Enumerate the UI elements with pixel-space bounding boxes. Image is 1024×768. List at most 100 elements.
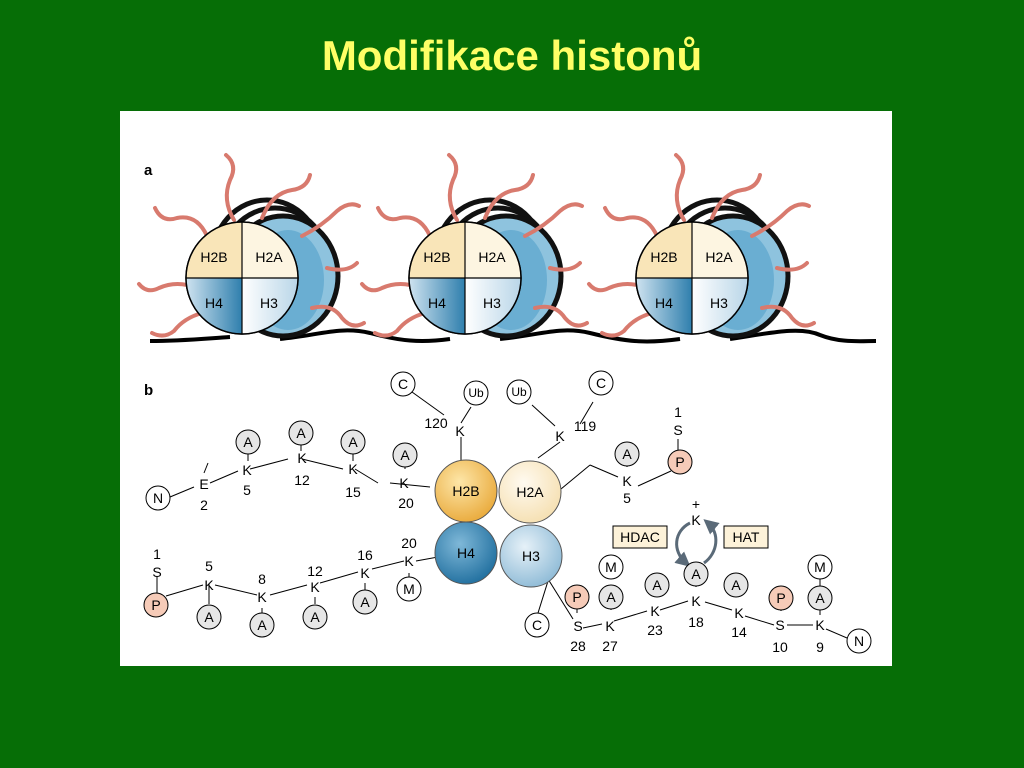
acetyl-h3-k27: [598, 584, 624, 610]
hat-label: HAT: [733, 529, 760, 545]
acetyl-h4-k5: [196, 604, 222, 630]
label-h3: H3: [260, 295, 278, 311]
n-label: N: [854, 633, 864, 649]
number-label: 2: [200, 497, 208, 513]
number-label: 14: [731, 624, 747, 640]
number-label: 28: [570, 638, 586, 654]
s-label: S: [775, 617, 784, 633]
panel-b-label: b: [144, 382, 153, 399]
number-label: 1: [674, 404, 682, 420]
phospho-h4-s1: [143, 592, 169, 618]
s-label: S: [673, 422, 682, 438]
a-label: A: [622, 446, 632, 462]
number-label: 9: [816, 639, 824, 655]
hdac-label: HDAC: [620, 529, 660, 545]
k-label: K: [605, 618, 615, 634]
a-label: A: [243, 434, 253, 450]
label-h4: H4: [655, 295, 673, 311]
e-label: E: [199, 476, 208, 492]
k-label: K: [242, 462, 252, 478]
a-label: A: [691, 566, 701, 582]
histone-diagram: a H2B H2A H4 H3 H2B H2A H4 H3 H2B H2A: [120, 111, 877, 655]
panel-b-bonds: [156, 391, 848, 639]
acetyl-h4-k8: [249, 612, 275, 638]
c-label: C: [532, 617, 542, 633]
core-h3: [499, 524, 563, 588]
acetyl-h2b-k15: [340, 429, 366, 455]
hat-arrow: [703, 519, 720, 565]
acetyl-h2a-k5: [614, 441, 640, 467]
number-label: 1: [153, 546, 161, 562]
acetyl-h4-k12: [302, 604, 328, 630]
nucleosome-2: H2B H2A H4 H3: [362, 155, 587, 336]
c-label: C: [398, 376, 408, 392]
core-h2a-label: H2A: [516, 484, 544, 500]
acetyl-h2b-k12: [288, 420, 314, 446]
residue-labels: E 2 K 5 K 12 K 15 K 20 K 120 K 119 K 5 S…: [152, 404, 825, 655]
c-terminus-h2b: [390, 371, 416, 397]
s-label: S: [152, 564, 161, 580]
hdac-box: [612, 525, 668, 549]
number-label: 27: [602, 638, 618, 654]
k-label: K: [555, 428, 565, 444]
k-label: K: [399, 475, 409, 491]
a-label: A: [652, 577, 662, 593]
label-h2b: H2B: [200, 249, 227, 265]
label-h2b: H2B: [650, 249, 677, 265]
k-label: K: [734, 605, 744, 621]
a-label: A: [257, 617, 267, 633]
k-label: K: [297, 450, 307, 466]
acetyl-h3-k9: [807, 585, 833, 611]
label-h4: H4: [205, 295, 223, 311]
m-label: M: [605, 559, 617, 575]
p-label: P: [776, 590, 785, 606]
number-label: 5: [243, 482, 251, 498]
p-label: P: [151, 597, 160, 613]
number-label: 16: [357, 547, 373, 563]
a-label: A: [400, 447, 410, 463]
ubiquitin-h2a: [506, 379, 532, 405]
k-label: K: [622, 473, 632, 489]
a-label: A: [310, 609, 320, 625]
core-h4-label: H4: [457, 545, 475, 561]
mod-labels: N A A A A C Ub Ub C A P P A A A A M C P …: [151, 375, 864, 649]
n-terminus-h2b: [145, 485, 171, 511]
number-label: 18: [688, 614, 704, 630]
nucleosome-1: H2B H2A H4 H3: [139, 155, 364, 336]
number-label: 12: [294, 472, 310, 488]
acetyl-h2b-k20: [392, 442, 418, 468]
c-terminus-h2a: [588, 370, 614, 396]
n-terminus-h3: [846, 628, 872, 654]
s-label: S: [573, 618, 582, 634]
methyl-h4-k20: [396, 576, 422, 602]
c-terminus-h3: [524, 612, 550, 638]
k-label: K: [204, 577, 214, 593]
plus-label: +: [692, 496, 700, 512]
phospho-h3-s28: [564, 584, 590, 610]
acetyl-h3-k14: [723, 572, 749, 598]
ub-label: Ub: [511, 385, 527, 399]
n-label: N: [153, 490, 163, 506]
k-label: K: [348, 461, 358, 477]
k-label: K: [455, 423, 465, 439]
label-h2a: H2A: [705, 249, 733, 265]
histone-figure: a H2B H2A H4 H3 H2B H2A H4 H3 H2B H2A: [120, 111, 892, 666]
k-label: K: [691, 593, 701, 609]
k-label: K: [404, 553, 414, 569]
k-label: K: [257, 589, 267, 605]
k-label: K: [360, 565, 370, 581]
p-label: P: [572, 589, 581, 605]
core-h3-label: H3: [522, 548, 540, 564]
methyl-h3-k27: [598, 554, 624, 580]
label-h2a: H2A: [255, 249, 283, 265]
k-label: K: [650, 603, 660, 619]
panel-a-label: a: [144, 162, 153, 179]
ub-label: Ub: [468, 386, 484, 400]
label-h2a: H2A: [478, 249, 506, 265]
acetyl-h4-k16: [352, 589, 378, 615]
number-label: 20: [401, 535, 417, 551]
a-label: A: [296, 425, 306, 441]
k-label: K: [310, 579, 320, 595]
acetyl-h3-k23: [644, 572, 670, 598]
m-label: M: [403, 581, 415, 597]
